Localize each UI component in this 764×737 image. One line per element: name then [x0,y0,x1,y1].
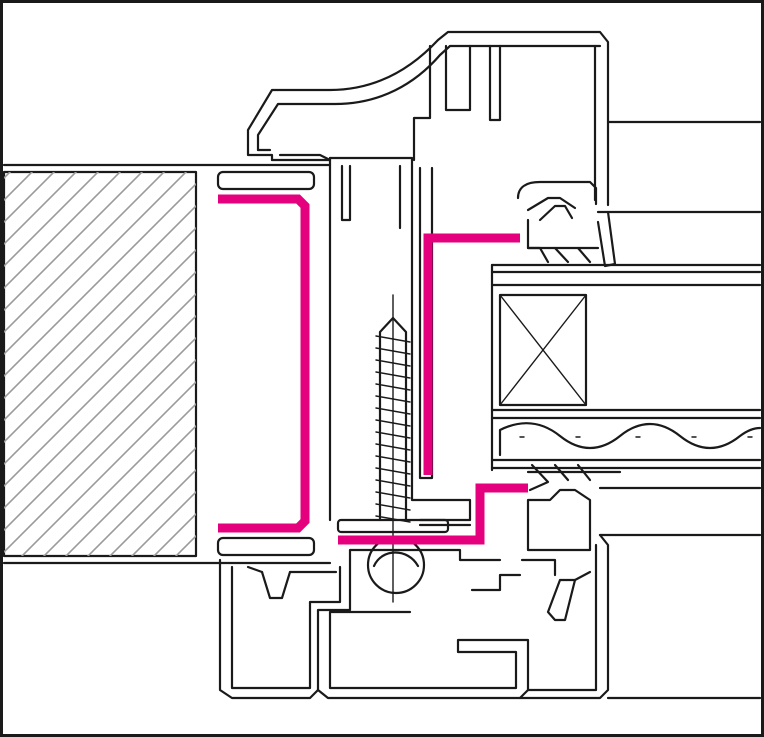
screw-thread-line [375,407,411,415]
sealant-top-run [423,233,520,475]
screw-thread-line [375,395,411,403]
hatch-line [174,534,196,556]
sealant-left-bracket [218,194,310,533]
screw-thread-line [375,467,411,475]
screw-thread-line [375,335,411,343]
hatch-line [86,446,196,556]
hatch-line [20,380,196,556]
screw-thread-line [375,419,411,427]
screw-thread-line [375,347,411,355]
wall-hatch-pattern [4,172,196,556]
hatch-line [4,248,196,444]
corrugated-layer [498,422,762,457]
hatch-line [4,172,122,290]
hatch-line [4,358,196,554]
screw-thread-line [375,383,411,391]
hatch-line [4,226,196,422]
hatch-line [4,172,78,246]
screw-thread-line [375,443,411,451]
insulated-glass-unit [490,263,762,472]
hatch-line [4,204,196,400]
hatch-line [130,490,196,556]
hatch-line [4,172,188,356]
screw-thread-line [375,371,411,379]
hatch-line [4,292,196,488]
hatch-line [4,172,100,268]
hatch-line [4,336,196,532]
sealant-tape [218,194,528,545]
screw-thread-line [375,479,411,487]
screw-thread-line [375,491,411,499]
packing-strip-bottom [216,536,316,557]
wall-section [2,163,332,565]
hatch-line [4,172,144,312]
screw-thread-line [375,503,411,511]
screw-thread-line [375,359,411,367]
hatch-line [4,172,166,334]
hatch-line [4,270,196,466]
hatch-line [108,468,196,556]
screw-thread-line [375,431,411,439]
hatch-line [64,424,196,556]
hatch-line [4,314,196,510]
hatch-line [42,402,196,556]
screw-thread-line [375,455,411,463]
hatch-line [4,182,196,378]
sealant-bottom-run [338,483,528,545]
packing-strip-top [216,170,316,191]
